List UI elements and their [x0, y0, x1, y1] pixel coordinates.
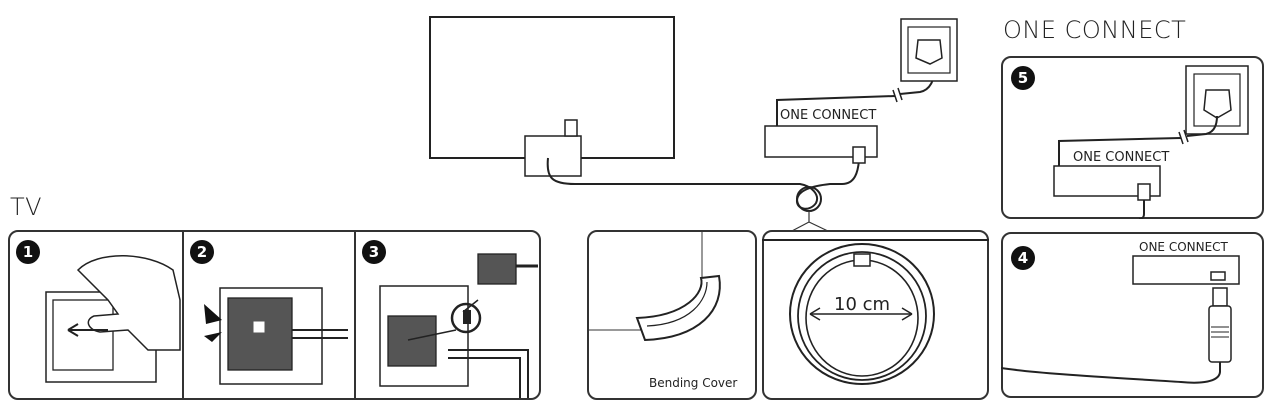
- bending-cover-label: Bending Cover: [649, 376, 738, 390]
- tv-steps-divider-1: [182, 232, 184, 398]
- step-5-illustration: [1053, 65, 1249, 219]
- step-4-one-connect-label: ONE CONNECT: [1139, 240, 1228, 254]
- step-1-number: 1: [16, 240, 40, 264]
- step-4-illustration: [1001, 255, 1240, 384]
- step-3-number: 3: [362, 240, 386, 264]
- cable-loop-illustration: [762, 239, 989, 385]
- top-one-connect-label: ONE CONNECT: [780, 108, 877, 123]
- cable-loop-panel: 10 cm: [762, 230, 989, 400]
- bending-cover-illustration: [587, 230, 721, 342]
- tv-connector-plug: [564, 119, 578, 137]
- top-box-port: [852, 146, 866, 164]
- tv-steps-illustration: [45, 253, 538, 398]
- tv-connector-bracket: [524, 135, 582, 177]
- step-4-panel: 4 ONE CONNECT: [1001, 232, 1264, 398]
- one-connect-heading: ONE CONNECT: [1003, 16, 1187, 44]
- bending-cover-panel: Bending Cover: [587, 230, 757, 400]
- step-5-one-connect-label: ONE CONNECT: [1073, 150, 1170, 165]
- step-2-number: 2: [190, 240, 214, 264]
- one-connect-cable: [546, 157, 860, 210]
- loop-diameter-label: 10 cm: [834, 294, 891, 315]
- tv-heading: TV: [10, 193, 43, 221]
- tv-steps-panel: 1 2 3: [8, 230, 541, 400]
- tv-steps-divider-2: [354, 232, 356, 398]
- step-5-number: 5: [1011, 66, 1035, 90]
- step-4-number: 4: [1011, 246, 1035, 270]
- step-5-panel: 5 ONE CONNECT: [1001, 56, 1264, 219]
